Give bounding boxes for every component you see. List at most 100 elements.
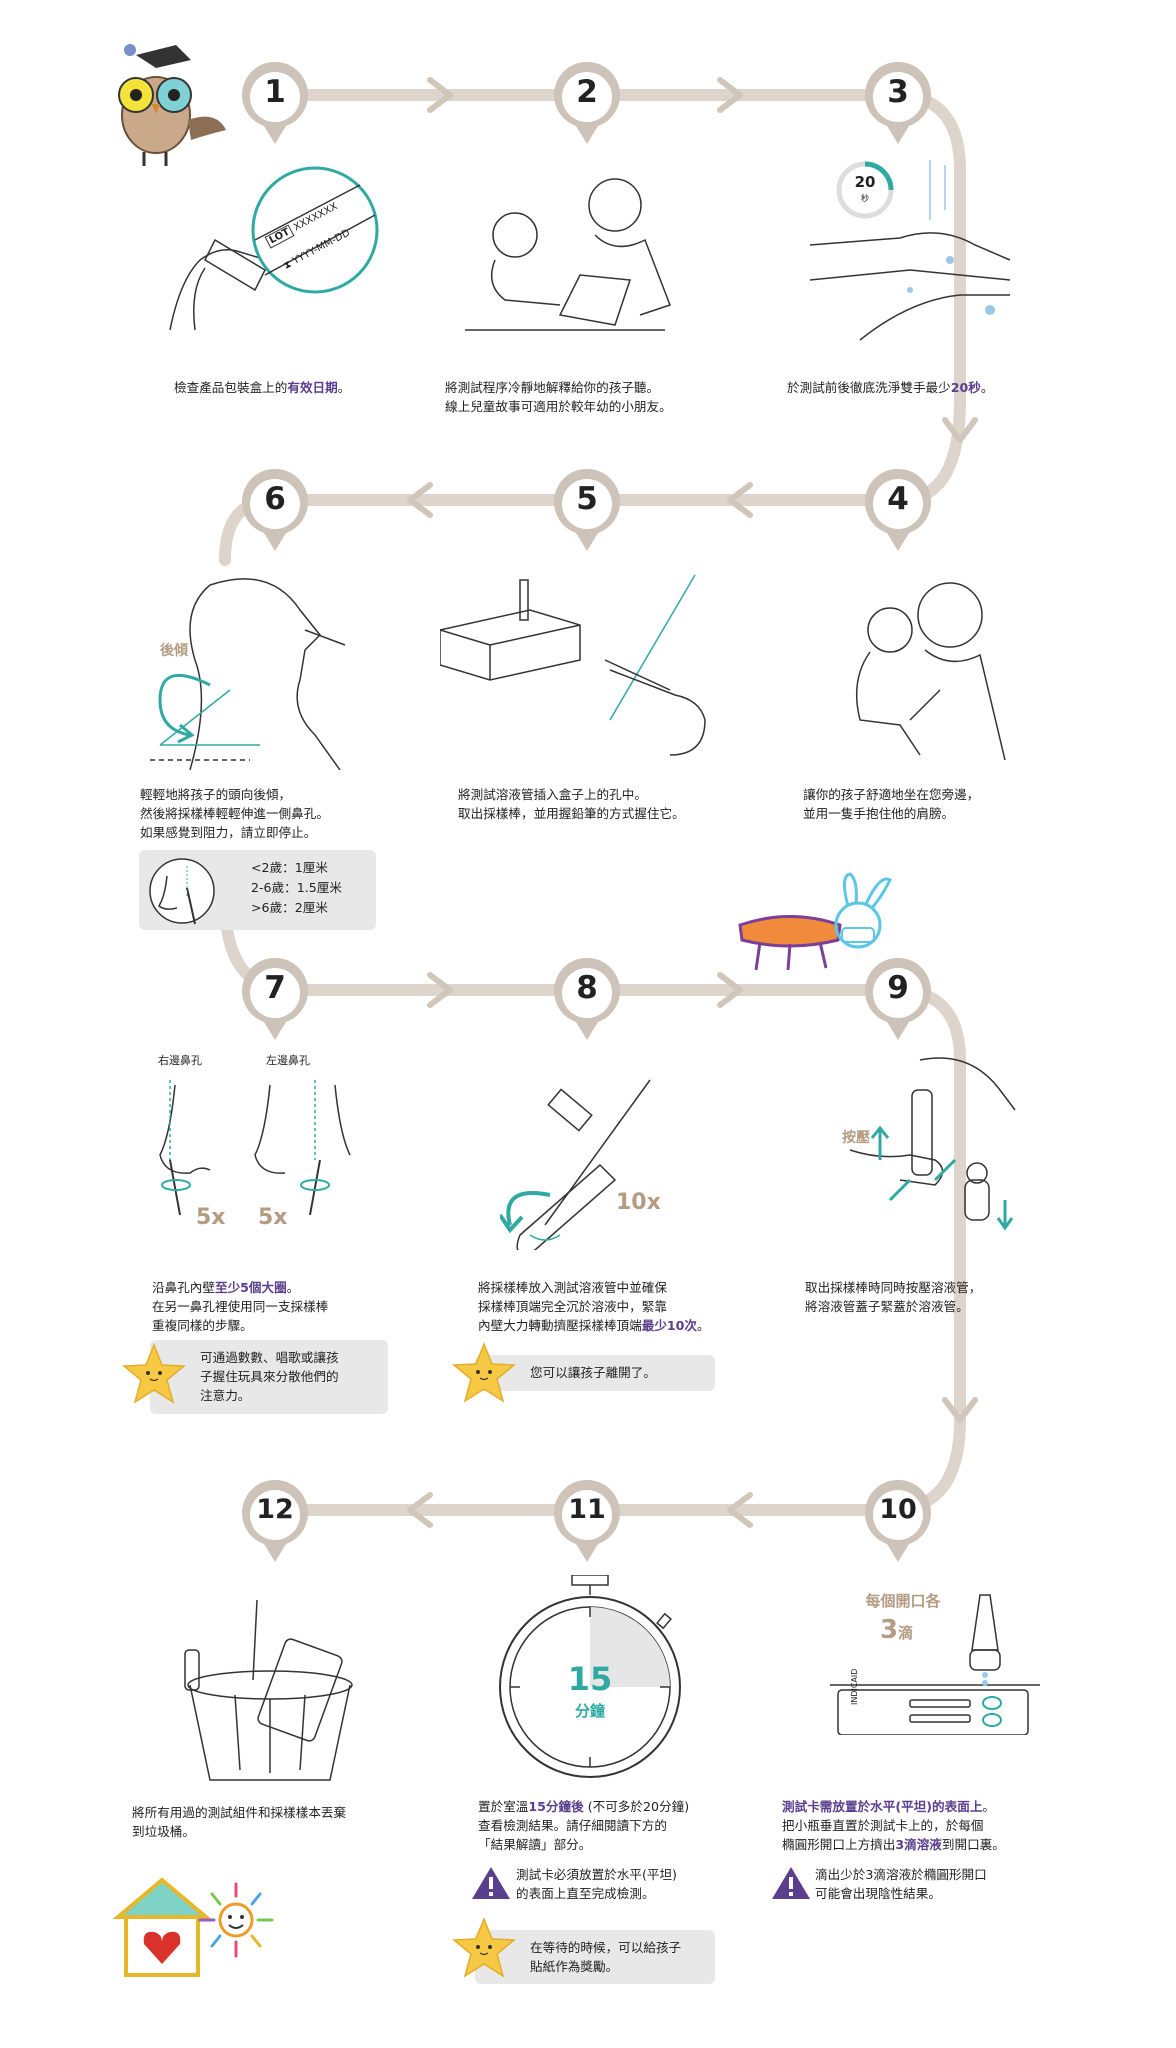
step-number: 11 [568, 1494, 606, 1525]
caption-text: 取出採樣棒，並用握鉛筆的方式握住它。 [458, 806, 685, 821]
caption-line: 將溶液管蓋子緊蓋於溶液管。 [805, 1297, 1065, 1316]
caption-text: 內壁大力轉動擠壓採樣棒頂端 [478, 1318, 642, 1333]
caption-line: 橢圓形開口上方擠出3滴溶液到開口裏。 [782, 1835, 1072, 1854]
warning-icon [472, 1867, 510, 1899]
caption-text: 將溶液管蓋子緊蓋於溶液管。 [805, 1299, 969, 1314]
step-10-caption: 測試卡需放置於水平(平坦)的表面上。把小瓶垂直置於測試卡上的，於每個橢圓形開口上… [782, 1797, 1072, 1854]
drops-number: 3 [880, 1615, 899, 1645]
caption-line: 取出採樣棒，並用握鉛筆的方式握住它。 [458, 804, 758, 823]
step-8-caption: 將採樣棒放入測試溶液管中並確保採樣棒頂端完全沉於溶液中，緊靠內壁大力轉動擠壓採樣… [478, 1278, 778, 1335]
step-number: 7 [264, 970, 286, 1006]
caption-line: 「結果解讀」部分。 [478, 1835, 778, 1854]
swirl-count: 10x [616, 1190, 661, 1215]
warning-line: 滴出少於3滴溶液於橢圓形開口 [815, 1867, 987, 1882]
caption-text: 取出採樣棒時同時按壓溶液管， [805, 1280, 982, 1295]
step-number: 2 [576, 74, 598, 110]
step-3-pin: 3 [863, 60, 933, 146]
tip-line: 子握住玩具來分散他們的 [200, 1369, 339, 1384]
depth-2-to-6: 2-6歲：1.5厘米 [251, 880, 342, 895]
caption-highlight: 有效日期 [287, 380, 338, 395]
caption-text: 採樣棒頂端完全沉於溶液中，緊靠 [478, 1299, 667, 1314]
caption-text: 。 [286, 1280, 300, 1295]
caption-line: 將所有用過的測試組件和採樣樣本丟棄 [132, 1803, 432, 1822]
step-number: 12 [256, 1494, 294, 1525]
step-1-pin: 1 [240, 60, 310, 146]
step-7-caption: 沿鼻孔內壁至少5個大圈。在另一鼻孔裡使用同一支採樣棒重複同樣的步驟。 [152, 1278, 412, 1335]
timer-seconds: 20 [854, 173, 876, 191]
caption-text: 讓你的孩子舒適地坐在您旁邊， [803, 787, 980, 802]
caption-line: 將測試程序冷靜地解釋給你的孩子聽。 [445, 378, 745, 397]
caption-line: 線上兒童故事可適用於較年幼的小朋友。 [445, 397, 745, 416]
caption-text: 查看檢測結果。請仔細閱讀下方的 [478, 1818, 667, 1833]
step-1-illustration [160, 160, 400, 340]
step-number: 9 [887, 970, 909, 1006]
star-sticker-icon [122, 1343, 186, 1404]
caption-text: 將測試溶液管插入盒子上的孔中。 [458, 787, 647, 802]
caption-highlight: 測試卡需放置於水平(平坦)的表面上 [782, 1799, 983, 1814]
caption-text: 橢圓形開口上方擠出 [782, 1837, 896, 1852]
caption-line: 查看檢測結果。請仔細閱讀下方的 [478, 1816, 778, 1835]
tip-line: 您可以讓孩子離開了。 [530, 1365, 656, 1380]
tip-line: 貼紙作為獎勵。 [530, 1959, 619, 1974]
step-2-caption: 將測試程序冷靜地解釋給你的孩子聽。線上兒童故事可適用於較年幼的小朋友。 [445, 378, 745, 416]
caption-line: 採樣棒頂端完全沉於溶液中，緊靠 [478, 1297, 778, 1316]
caption-line: 到垃圾桶。 [132, 1822, 432, 1841]
owl-doodle-icon [96, 40, 236, 170]
depth-under-2: <2歲：1厘米 [251, 860, 328, 875]
insertion-depth-box: <2歲：1厘米 2-6歲：1.5厘米 >6歲：2厘米 [139, 850, 376, 930]
caption-line: 讓你的孩子舒適地坐在您旁邊， [803, 785, 1063, 804]
step-2-illustration [465, 165, 695, 355]
step-6-illustration [150, 570, 380, 770]
step-5-caption: 將測試溶液管插入盒子上的孔中。取出採樣棒，並用握鉛筆的方式握住它。 [458, 785, 758, 823]
step-11-stopwatch-icon [490, 1575, 690, 1780]
step-3-illustration [810, 150, 1050, 350]
step-8-pin: 8 [552, 956, 622, 1042]
caption-line: 內壁大力轉動擠壓採樣棒頂端最少10次。 [478, 1316, 778, 1335]
nose-profile-icon [149, 858, 215, 925]
step-number: 3 [887, 74, 909, 110]
caption-text: 線上兒童故事可適用於較年幼的小朋友。 [445, 399, 672, 414]
tip-line: 可通過數數、唱歌或讓孩 [200, 1350, 339, 1365]
tilt-back-label: 後傾 [160, 643, 188, 659]
caption-text: 將採樣棒放入測試溶液管中並確保 [478, 1280, 667, 1295]
step-4-pin: 4 [863, 467, 933, 553]
warning-line: 可能會出現陰性結果。 [815, 1886, 941, 1901]
tip-line: 在等待的時候，可以給孩子 [530, 1940, 682, 1955]
caption-text: 置於室溫 [478, 1799, 529, 1814]
step-2-pin: 2 [552, 60, 622, 146]
step-5-illustration [440, 570, 710, 760]
caption-text: 「結果解讀」部分。 [478, 1837, 592, 1852]
step-number: 1 [264, 74, 286, 110]
tip-line: 注意力。 [200, 1388, 251, 1403]
step-10-pin: 10 [863, 1478, 933, 1564]
caption-line: 於測試前後徹底洗淨雙手最少20秒。 [787, 378, 1047, 397]
press-label: 按壓 [842, 1130, 870, 1146]
depth-over-6: >6歲：2厘米 [251, 900, 328, 915]
caption-text: 沿鼻孔內壁 [152, 1280, 215, 1295]
star-sticker-icon [452, 1342, 516, 1403]
caption-highlight: 15分鐘後 [528, 1799, 584, 1814]
step-11-warning: 測試卡必須放置於水平(平坦) 的表面上直至完成檢測。 [516, 1865, 756, 1903]
bunny-doodle-icon [730, 870, 910, 980]
step-6-pin: 6 [240, 467, 310, 553]
step-11-tip: 在等待的時候，可以給孩子 貼紙作為獎勵。 [475, 1930, 715, 1984]
step-number: 6 [264, 481, 286, 517]
caption-text: (不可多於20分鐘) [583, 1799, 690, 1814]
rotate-count-right: 5x [196, 1205, 226, 1230]
step-6-caption: 輕輕地將孩子的頭向後傾，然後將採樣棒輕輕伸進一側鼻孔。如果感覺到阻力，請立即停止… [140, 785, 400, 842]
caption-line: 在另一鼻孔裡使用同一支採樣棒 [152, 1297, 412, 1316]
step-4-illustration [820, 570, 1020, 765]
card-brand: INDICAID [850, 1668, 859, 1705]
drops-line1: 每個開口各 [865, 1592, 941, 1610]
caption-line: 置於室溫15分鐘後 (不可多於20分鐘) [478, 1797, 778, 1816]
caption-text: 把小瓶垂直置於測試卡上的，於每個 [782, 1818, 984, 1833]
step-11-pin: 11 [552, 1478, 622, 1564]
caption-text: 然後將採樣棒輕輕伸進一側鼻孔。 [140, 806, 329, 821]
stopwatch-value: 15 [567, 1660, 613, 1698]
caption-text: 將測試程序冷靜地解釋給你的孩子聽。 [445, 380, 660, 395]
caption-text: 到垃圾桶。 [132, 1824, 195, 1839]
step-8-tip: 您可以讓孩子離開了。 [475, 1355, 715, 1391]
step-number: 4 [887, 481, 909, 517]
caption-line: 取出採樣棒時同時按壓溶液管， [805, 1278, 1065, 1297]
house-doodle-icon [112, 1872, 212, 1982]
